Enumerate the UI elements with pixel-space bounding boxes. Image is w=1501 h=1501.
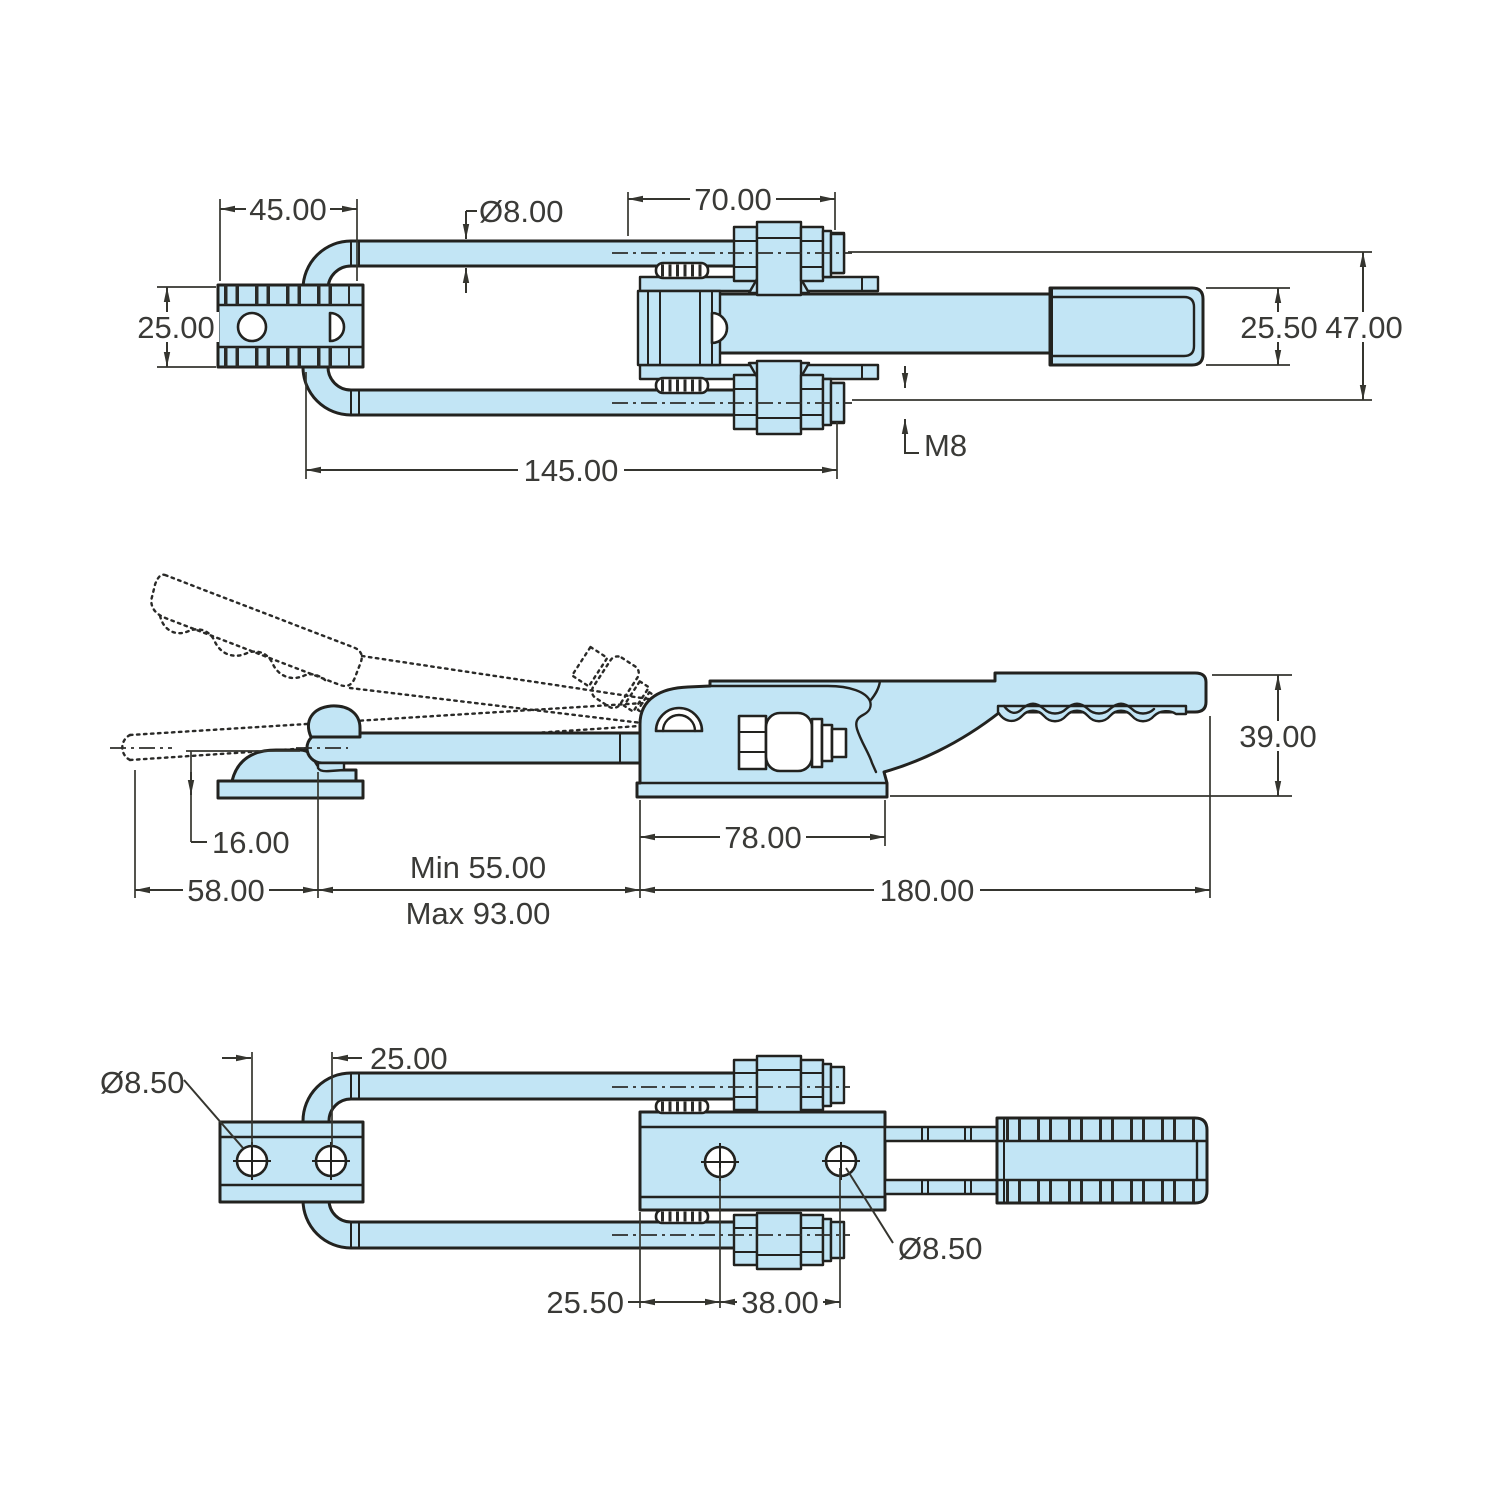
dim-text-45: 45.00	[249, 192, 327, 227]
callout-thread-m8: M8	[901, 366, 967, 463]
dim-overall-length: 180.00	[639, 716, 1211, 908]
hook-keeper	[307, 704, 362, 739]
dim-text-dia850-right: Ø8.50	[898, 1231, 982, 1266]
dim-base-height: 16.00	[186, 750, 300, 860]
adjust-nuts-upper-bottom	[732, 1054, 846, 1114]
dim-nut-span: 70.00	[627, 182, 836, 236]
phantom-swivel-nut	[570, 645, 658, 716]
latch-plate-bottom	[218, 1120, 365, 1204]
spring-upper-bottom	[654, 1098, 710, 1115]
dim-length-145: 145.00	[305, 372, 838, 488]
dim-text-min: Min 55.00	[410, 850, 546, 885]
dim-height-39: 39.00	[890, 674, 1321, 797]
adjust-nuts-upper	[732, 220, 846, 297]
dim-hole-offset-right: 38.00	[720, 1168, 841, 1320]
dim-text-39: 39.00	[1239, 719, 1317, 754]
dim-text-dia8: Ø8.00	[479, 194, 563, 229]
phantom-open-handle	[150, 573, 363, 688]
dim-text-16: 16.00	[212, 825, 290, 860]
dim-text-25-bottom: 25.00	[370, 1041, 448, 1076]
dim-hole-spacing: 25.00	[222, 1041, 448, 1146]
dim-hole-offset-left: 25.50	[546, 1168, 721, 1320]
dim-text-38: 38.00	[741, 1285, 819, 1320]
dim-text-70: 70.00	[694, 182, 772, 217]
dim-latch-width: 45.00	[219, 192, 358, 281]
handle-links-bottom	[883, 1125, 999, 1196]
dim-text-dia850-left: Ø8.50	[100, 1065, 184, 1100]
dim-text-58: 58.00	[187, 873, 265, 908]
clamp-body-bottom	[638, 1110, 887, 1212]
dim-plate-height: 25.00	[133, 286, 219, 368]
dim-text-78: 78.00	[724, 820, 802, 855]
grip-bottom-view	[995, 1116, 1209, 1205]
callout-hole-dia-left: Ø8.50	[100, 1065, 244, 1149]
dim-travel: Min 55.00 Max 93.00	[318, 850, 640, 931]
spring-lower	[654, 376, 710, 395]
bottom-view: 25.00 Ø8.50 Ø8.50 25.50 38.00	[100, 1041, 1209, 1320]
latch-plate-hole	[236, 311, 268, 343]
swivel-nut-side	[737, 711, 848, 773]
dim-hook-offset: 58.00	[134, 770, 319, 908]
dim-handle-height: 25.50	[1206, 287, 1322, 366]
grip-waves	[996, 704, 1188, 723]
spring-lower-bottom	[654, 1208, 710, 1225]
clamp-body-lever	[635, 671, 1208, 799]
dim-text-max: Max 93.00	[406, 896, 551, 931]
callout-hole-dia-right: Ø8.50	[845, 1167, 982, 1266]
adjust-nuts-lower-bottom	[732, 1211, 846, 1271]
pivot-clevis	[636, 289, 729, 367]
dim-text-47: 47.00	[1325, 310, 1403, 345]
dim-text-2550: 25.50	[1240, 310, 1318, 345]
dim-base-length: 78.00	[640, 800, 886, 855]
dim-text-2550-bottom: 25.50	[546, 1285, 624, 1320]
latch-plate-top	[216, 283, 365, 369]
hook-end-bulge	[328, 311, 346, 343]
handle-top-view	[1048, 286, 1205, 367]
dim-overall-height: 47.00	[848, 251, 1407, 401]
dim-rod-dia: Ø8.00	[462, 194, 563, 293]
dim-text-180: 180.00	[880, 873, 975, 908]
spring-upper	[654, 261, 710, 280]
pivot-arch	[654, 706, 704, 733]
dim-text-145: 145.00	[524, 453, 619, 488]
side-view: 16.00 58.00 Min 55.00 Max 93.00 78.00 18…	[110, 573, 1321, 931]
dim-text-m8: M8	[924, 428, 967, 463]
dim-text-25: 25.00	[137, 310, 215, 345]
top-view: 45.00 Ø8.00 70.00 25.00 145.00	[133, 182, 1407, 488]
